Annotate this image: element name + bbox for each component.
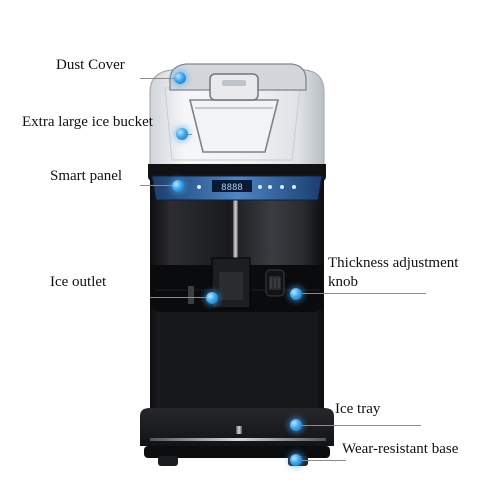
label-thickness-knob-line1: Thickness adjustment bbox=[328, 255, 459, 271]
label-ice-bucket: Extra large ice bucket bbox=[22, 114, 153, 130]
callout-dot-dust-cover bbox=[174, 72, 186, 84]
label-dust-cover: Dust Cover bbox=[56, 57, 125, 73]
callout-line-ice-bucket bbox=[184, 134, 192, 135]
callout-line-base bbox=[296, 460, 346, 461]
ice-tray bbox=[140, 408, 334, 446]
dust-cover bbox=[169, 63, 307, 101]
callout-dot-ice-tray bbox=[290, 419, 302, 431]
callout-dot-thickness-knob bbox=[290, 288, 302, 300]
label-ice-outlet: Ice outlet bbox=[50, 274, 107, 290]
callout-line-ice-outlet bbox=[150, 297, 210, 298]
label-base: Wear-resistant base bbox=[342, 441, 459, 457]
panel-display: 8888 bbox=[221, 183, 243, 193]
base bbox=[144, 446, 330, 466]
callout-line-dust-cover bbox=[140, 78, 180, 79]
chrome-strip bbox=[233, 200, 238, 260]
callout-dot-base bbox=[290, 454, 302, 466]
label-smart-panel: Smart panel bbox=[50, 168, 123, 184]
lower-front bbox=[160, 312, 314, 418]
label-thickness-knob-line2: knob bbox=[328, 274, 358, 290]
callout-line-ice-tray bbox=[296, 425, 421, 426]
callout-dot-ice-outlet bbox=[206, 292, 218, 304]
thickness-knob bbox=[265, 269, 285, 297]
ice-bucket bbox=[149, 69, 325, 166]
outlet-recess bbox=[150, 257, 324, 312]
callout-line-smart-panel bbox=[140, 185, 180, 186]
callout-dot-smart-panel bbox=[172, 180, 184, 192]
smart-panel: 8888 bbox=[151, 175, 323, 201]
callout-line-thickness-knob bbox=[296, 293, 426, 294]
callout-dot-ice-bucket bbox=[176, 128, 188, 140]
label-ice-tray: Ice tray bbox=[335, 401, 381, 417]
